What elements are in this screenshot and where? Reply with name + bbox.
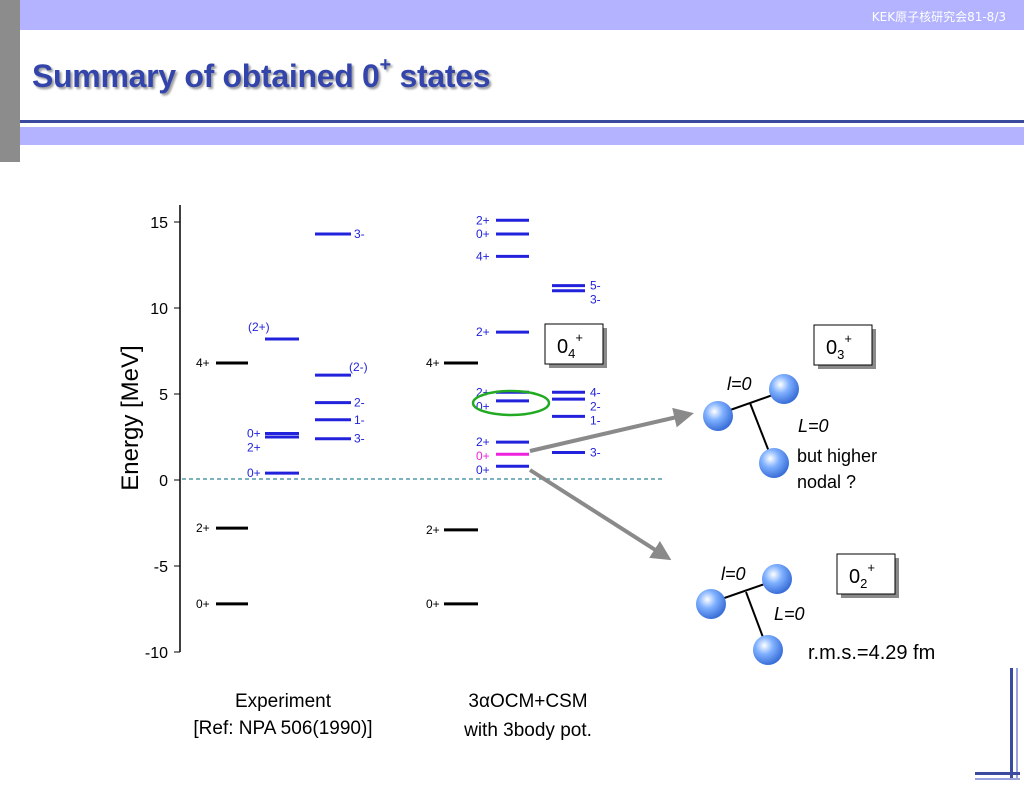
box-02-sup: + xyxy=(867,560,875,575)
y-tick-m10: -10 xyxy=(145,645,168,662)
alpha-sphere xyxy=(703,401,733,431)
level-label: 3- xyxy=(354,432,365,446)
y-tick-m5: -5 xyxy=(154,559,168,576)
level-label: 2+ xyxy=(247,441,261,455)
level-label: 2- xyxy=(354,396,365,410)
box-03: 03+ xyxy=(813,324,876,369)
y-tick-0: 0 xyxy=(159,473,168,490)
level-label: (2-) xyxy=(349,360,368,374)
corner-line-h xyxy=(975,772,1020,775)
box-03-base: 0 xyxy=(826,337,837,359)
title-suffix: states xyxy=(390,58,491,94)
upper-l-label: l=0 xyxy=(727,374,752,394)
box-04: 04+ xyxy=(544,323,607,368)
captions: Experiment [Ref: NPA 506(1990)] 3αOCM+CS… xyxy=(193,691,592,741)
upper-note-2: nodal ? xyxy=(797,472,856,492)
alpha-sphere xyxy=(753,635,783,665)
level-label: 4+ xyxy=(476,249,490,263)
caption-potential: with 3body pot. xyxy=(463,720,592,741)
y-tick-15: 15 xyxy=(150,215,168,232)
box-02-sub: 2 xyxy=(860,576,867,591)
caption-reference: [Ref: NPA 506(1990)] xyxy=(193,718,372,739)
level-label: 2- xyxy=(590,399,601,413)
svg-text:02+: 02+ xyxy=(849,560,875,591)
level-label: 4+ xyxy=(196,356,210,370)
lower-rms: r.m.s.=4.29 fm xyxy=(808,642,935,664)
level-label: (2+) xyxy=(248,320,270,334)
svg-text:04+: 04+ xyxy=(557,330,583,361)
level-label: 3- xyxy=(354,227,365,241)
left-accent-bar xyxy=(0,0,20,162)
level-label: 3- xyxy=(590,293,601,307)
caption-experiment: Experiment xyxy=(235,691,332,712)
level-label: 2+ xyxy=(476,213,490,227)
caption-model: 3αOCM+CSM xyxy=(468,691,587,712)
alpha-sphere xyxy=(696,589,726,619)
upper-note-1: but higher xyxy=(797,446,877,466)
y-tick-5: 5 xyxy=(159,387,168,404)
level-label: 0+ xyxy=(426,597,440,611)
alpha-sphere xyxy=(759,448,789,478)
title-rule xyxy=(20,120,1024,123)
level-label: 4- xyxy=(590,385,601,399)
title-text: Summary of obtained 0 xyxy=(32,58,380,94)
level-label: 1- xyxy=(354,413,365,427)
lower-L-label: L=0 xyxy=(774,604,805,624)
level-label: 0+ xyxy=(476,449,490,463)
title-sup: + xyxy=(379,54,392,77)
box-04-sub: 4 xyxy=(568,346,575,361)
header-tag: KEK原子核研究会81-8/3 xyxy=(871,10,1006,24)
box-02-base: 0 xyxy=(849,566,860,588)
highlight-ellipse xyxy=(471,389,551,417)
lower-l-label: l=0 xyxy=(721,564,746,584)
box-03-sub: 3 xyxy=(837,347,844,362)
y-axis-label: Energy [MeV] xyxy=(117,345,144,490)
box-02: 02+ xyxy=(836,553,899,598)
arrow-upper xyxy=(529,407,694,453)
cluster-upper xyxy=(703,374,799,478)
box-04-sup: + xyxy=(575,330,583,345)
level-label: 0+ xyxy=(247,466,261,480)
level-label: 2+ xyxy=(476,435,490,449)
level-label: 1- xyxy=(590,413,601,427)
level-label: 0+ xyxy=(476,227,490,241)
y-tick-10: 10 xyxy=(150,301,168,318)
alpha-sphere xyxy=(762,564,792,594)
alpha-sphere xyxy=(769,374,799,404)
top-band: KEK原子核研究会81-8/3 xyxy=(0,0,1024,30)
level-label: 3- xyxy=(590,445,601,459)
cluster-lower xyxy=(696,564,792,665)
slide-title: Summary of obtained 0+ states xyxy=(32,54,491,95)
corner-line-v2 xyxy=(1016,668,1018,780)
level-label: 0+ xyxy=(476,463,490,477)
arrow-lower xyxy=(528,468,672,561)
level-lines: 4+2+0+(2+)0+2+0+3-(2-)2-1-3-4+2+0+2+0+4+… xyxy=(196,213,601,611)
svg-text:03+: 03+ xyxy=(826,331,852,362)
corner-line-v xyxy=(1010,668,1013,780)
title-band xyxy=(20,127,1024,145)
level-label: 2+ xyxy=(476,325,490,339)
box-04-base: 0 xyxy=(557,336,568,358)
corner-line-h2 xyxy=(975,778,1020,780)
level-label: 5- xyxy=(590,279,601,293)
level-label: 2+ xyxy=(196,521,210,535)
upper-L-label: L=0 xyxy=(798,416,829,436)
level-label: 0+ xyxy=(247,427,261,441)
level-label: 4+ xyxy=(426,356,440,370)
box-03-sup: + xyxy=(844,331,852,346)
y-axis xyxy=(174,205,181,653)
y-tick-labels: 15 10 5 0 -5 -10 xyxy=(145,215,168,662)
level-label: 2+ xyxy=(426,523,440,537)
level-label: 0+ xyxy=(196,597,210,611)
